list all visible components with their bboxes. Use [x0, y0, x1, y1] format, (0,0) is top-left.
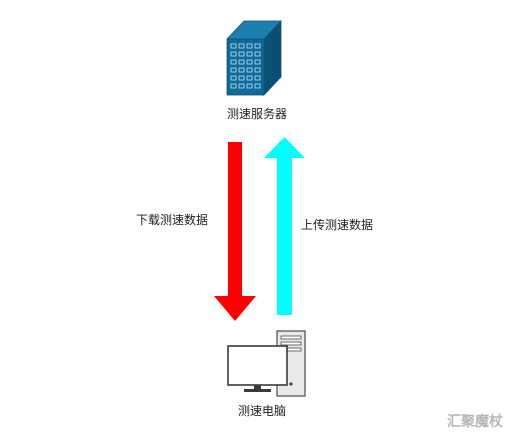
upload-arrow	[264, 137, 305, 315]
server-building-icon	[226, 19, 282, 97]
server-label: 测速服务器	[226, 107, 287, 121]
computer-label: 测速电脑	[237, 404, 286, 418]
watermark: 汇聚魔杖	[447, 414, 503, 430]
download-label: 下载测速数据	[136, 213, 209, 227]
upload-label: 上传测速数据	[301, 218, 374, 232]
download-arrow	[214, 142, 256, 321]
desktop-computer-icon	[227, 330, 306, 397]
